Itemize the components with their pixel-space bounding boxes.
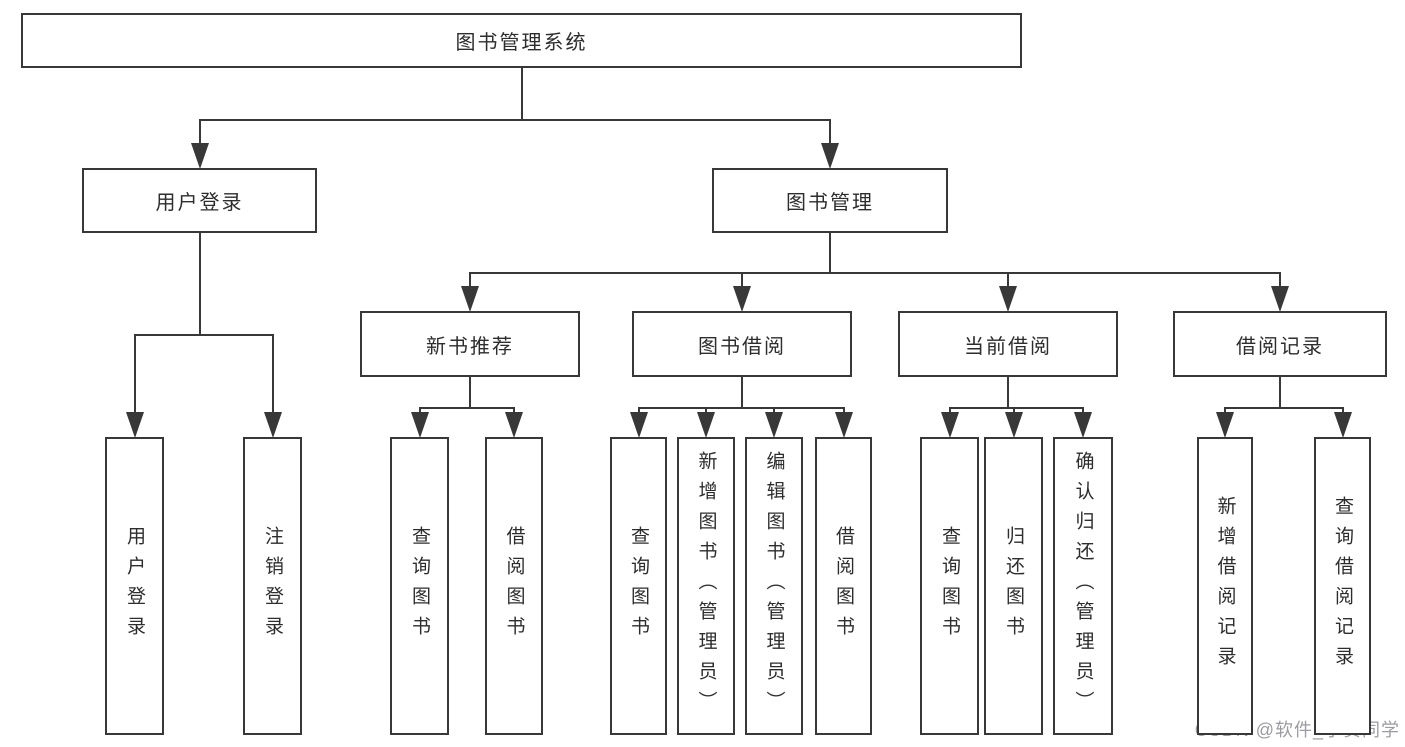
- connector-line: [521, 67, 523, 121]
- connector-line: [134, 334, 136, 415]
- node-label: 当前借阅: [964, 335, 1052, 358]
- arrow-down-icon: [941, 412, 959, 438]
- arrow-down-icon: [191, 143, 209, 169]
- arrow-down-icon: [126, 412, 144, 438]
- connector-line: [1342, 407, 1344, 415]
- connector-line: [1224, 407, 1226, 415]
- node-label: 借阅图书: [503, 526, 525, 646]
- connector-line: [469, 376, 471, 409]
- arrow-down-icon: [1271, 286, 1289, 312]
- connector-line: [199, 119, 831, 121]
- connector-line: [469, 272, 1281, 274]
- node-label: 注销登录: [262, 526, 283, 646]
- node-book-mgmt: 图书管理: [712, 168, 948, 233]
- connector-line: [272, 334, 274, 415]
- node-label: 借阅图书: [833, 526, 854, 646]
- connector-line: [1082, 407, 1084, 415]
- arrow-down-icon: [733, 286, 751, 312]
- arrow-down-icon: [1074, 412, 1092, 438]
- node-label: 查询图书: [628, 526, 649, 646]
- arrow-down-icon: [821, 143, 839, 169]
- node-label: 新增图书（管理员）: [695, 451, 717, 721]
- connector-line: [469, 272, 471, 289]
- connector-line: [1224, 407, 1344, 409]
- node-borrow-query: 查询图书: [610, 437, 667, 735]
- connector-line: [134, 334, 274, 336]
- node-borrow-add: 新增图书（管理员）: [677, 437, 735, 735]
- node-rec-borrow: 借阅图书: [485, 437, 543, 735]
- connector-line: [1007, 272, 1009, 289]
- connector-line: [829, 232, 831, 274]
- connector-line: [1279, 272, 1281, 289]
- connector-line: [1013, 407, 1015, 415]
- node-borrow-edit: 编辑图书（管理员）: [745, 437, 803, 735]
- arrow-down-icon: [630, 412, 648, 438]
- arrow-down-icon: [999, 286, 1017, 312]
- connector-line: [705, 407, 707, 415]
- connector-line: [513, 407, 515, 415]
- connector-line: [638, 407, 640, 415]
- node-current-return: 归还图书: [984, 437, 1043, 735]
- arrow-down-icon: [765, 412, 783, 438]
- node-label: 新书推荐: [426, 335, 514, 358]
- node-records: 借阅记录: [1173, 311, 1387, 377]
- node-current: 当前借阅: [898, 311, 1118, 377]
- connector-line: [1279, 376, 1281, 409]
- connector-line: [419, 407, 421, 415]
- node-label: 新增借阅记录: [1214, 496, 1236, 676]
- node-label: 查询图书: [939, 526, 960, 646]
- node-rec: 新书推荐: [360, 311, 580, 377]
- connector-line: [419, 407, 515, 409]
- connector-line: [741, 376, 743, 409]
- node-current-query: 查询图书: [920, 437, 979, 735]
- node-label: 借阅记录: [1236, 335, 1324, 358]
- connector-line: [1007, 376, 1009, 409]
- node-rec-query: 查询图书: [390, 437, 449, 735]
- connector-line: [773, 407, 775, 415]
- node-current-confirm: 确认归还（管理员）: [1053, 437, 1113, 735]
- node-label: 图书借阅: [698, 335, 786, 358]
- arrow-down-icon: [505, 412, 523, 438]
- node-label: 查询借阅记录: [1332, 496, 1353, 676]
- connector-line: [199, 232, 201, 336]
- node-label: 确认归还（管理员）: [1072, 451, 1094, 721]
- node-label: 归还图书: [1003, 526, 1024, 646]
- arrow-down-icon: [1334, 412, 1352, 438]
- node-label: 用户登录: [124, 526, 145, 646]
- node-logout: 注销登录: [243, 437, 302, 735]
- node-records-query: 查询借阅记录: [1314, 437, 1371, 735]
- arrow-down-icon: [461, 286, 479, 312]
- node-login: 用户登录: [105, 437, 164, 735]
- arrow-down-icon: [1005, 412, 1023, 438]
- node-label: 查询图书: [409, 526, 430, 646]
- arrow-down-icon: [697, 412, 715, 438]
- node-borrow-borrow: 借阅图书: [815, 437, 872, 735]
- connector-line: [199, 119, 201, 146]
- node-user-login: 用户登录: [82, 168, 317, 233]
- connector-line: [843, 407, 845, 415]
- arrow-down-icon: [264, 412, 282, 438]
- connector-line: [741, 272, 743, 289]
- node-label: 编辑图书（管理员）: [763, 451, 785, 721]
- connector-line: [829, 119, 831, 146]
- node-label: 图书管理: [786, 192, 874, 214]
- arrow-down-icon: [411, 412, 429, 438]
- node-root: 图书管理系统: [21, 13, 1022, 68]
- arrow-down-icon: [1216, 412, 1234, 438]
- connector-line: [949, 407, 951, 415]
- arrow-down-icon: [835, 412, 853, 438]
- node-borrow: 图书借阅: [632, 311, 852, 377]
- connector-line: [638, 407, 845, 409]
- node-label: 图书管理系统: [455, 32, 588, 54]
- node-label: 用户登录: [155, 192, 244, 214]
- node-records-add: 新增借阅记录: [1197, 437, 1253, 735]
- connector-line: [949, 407, 1084, 409]
